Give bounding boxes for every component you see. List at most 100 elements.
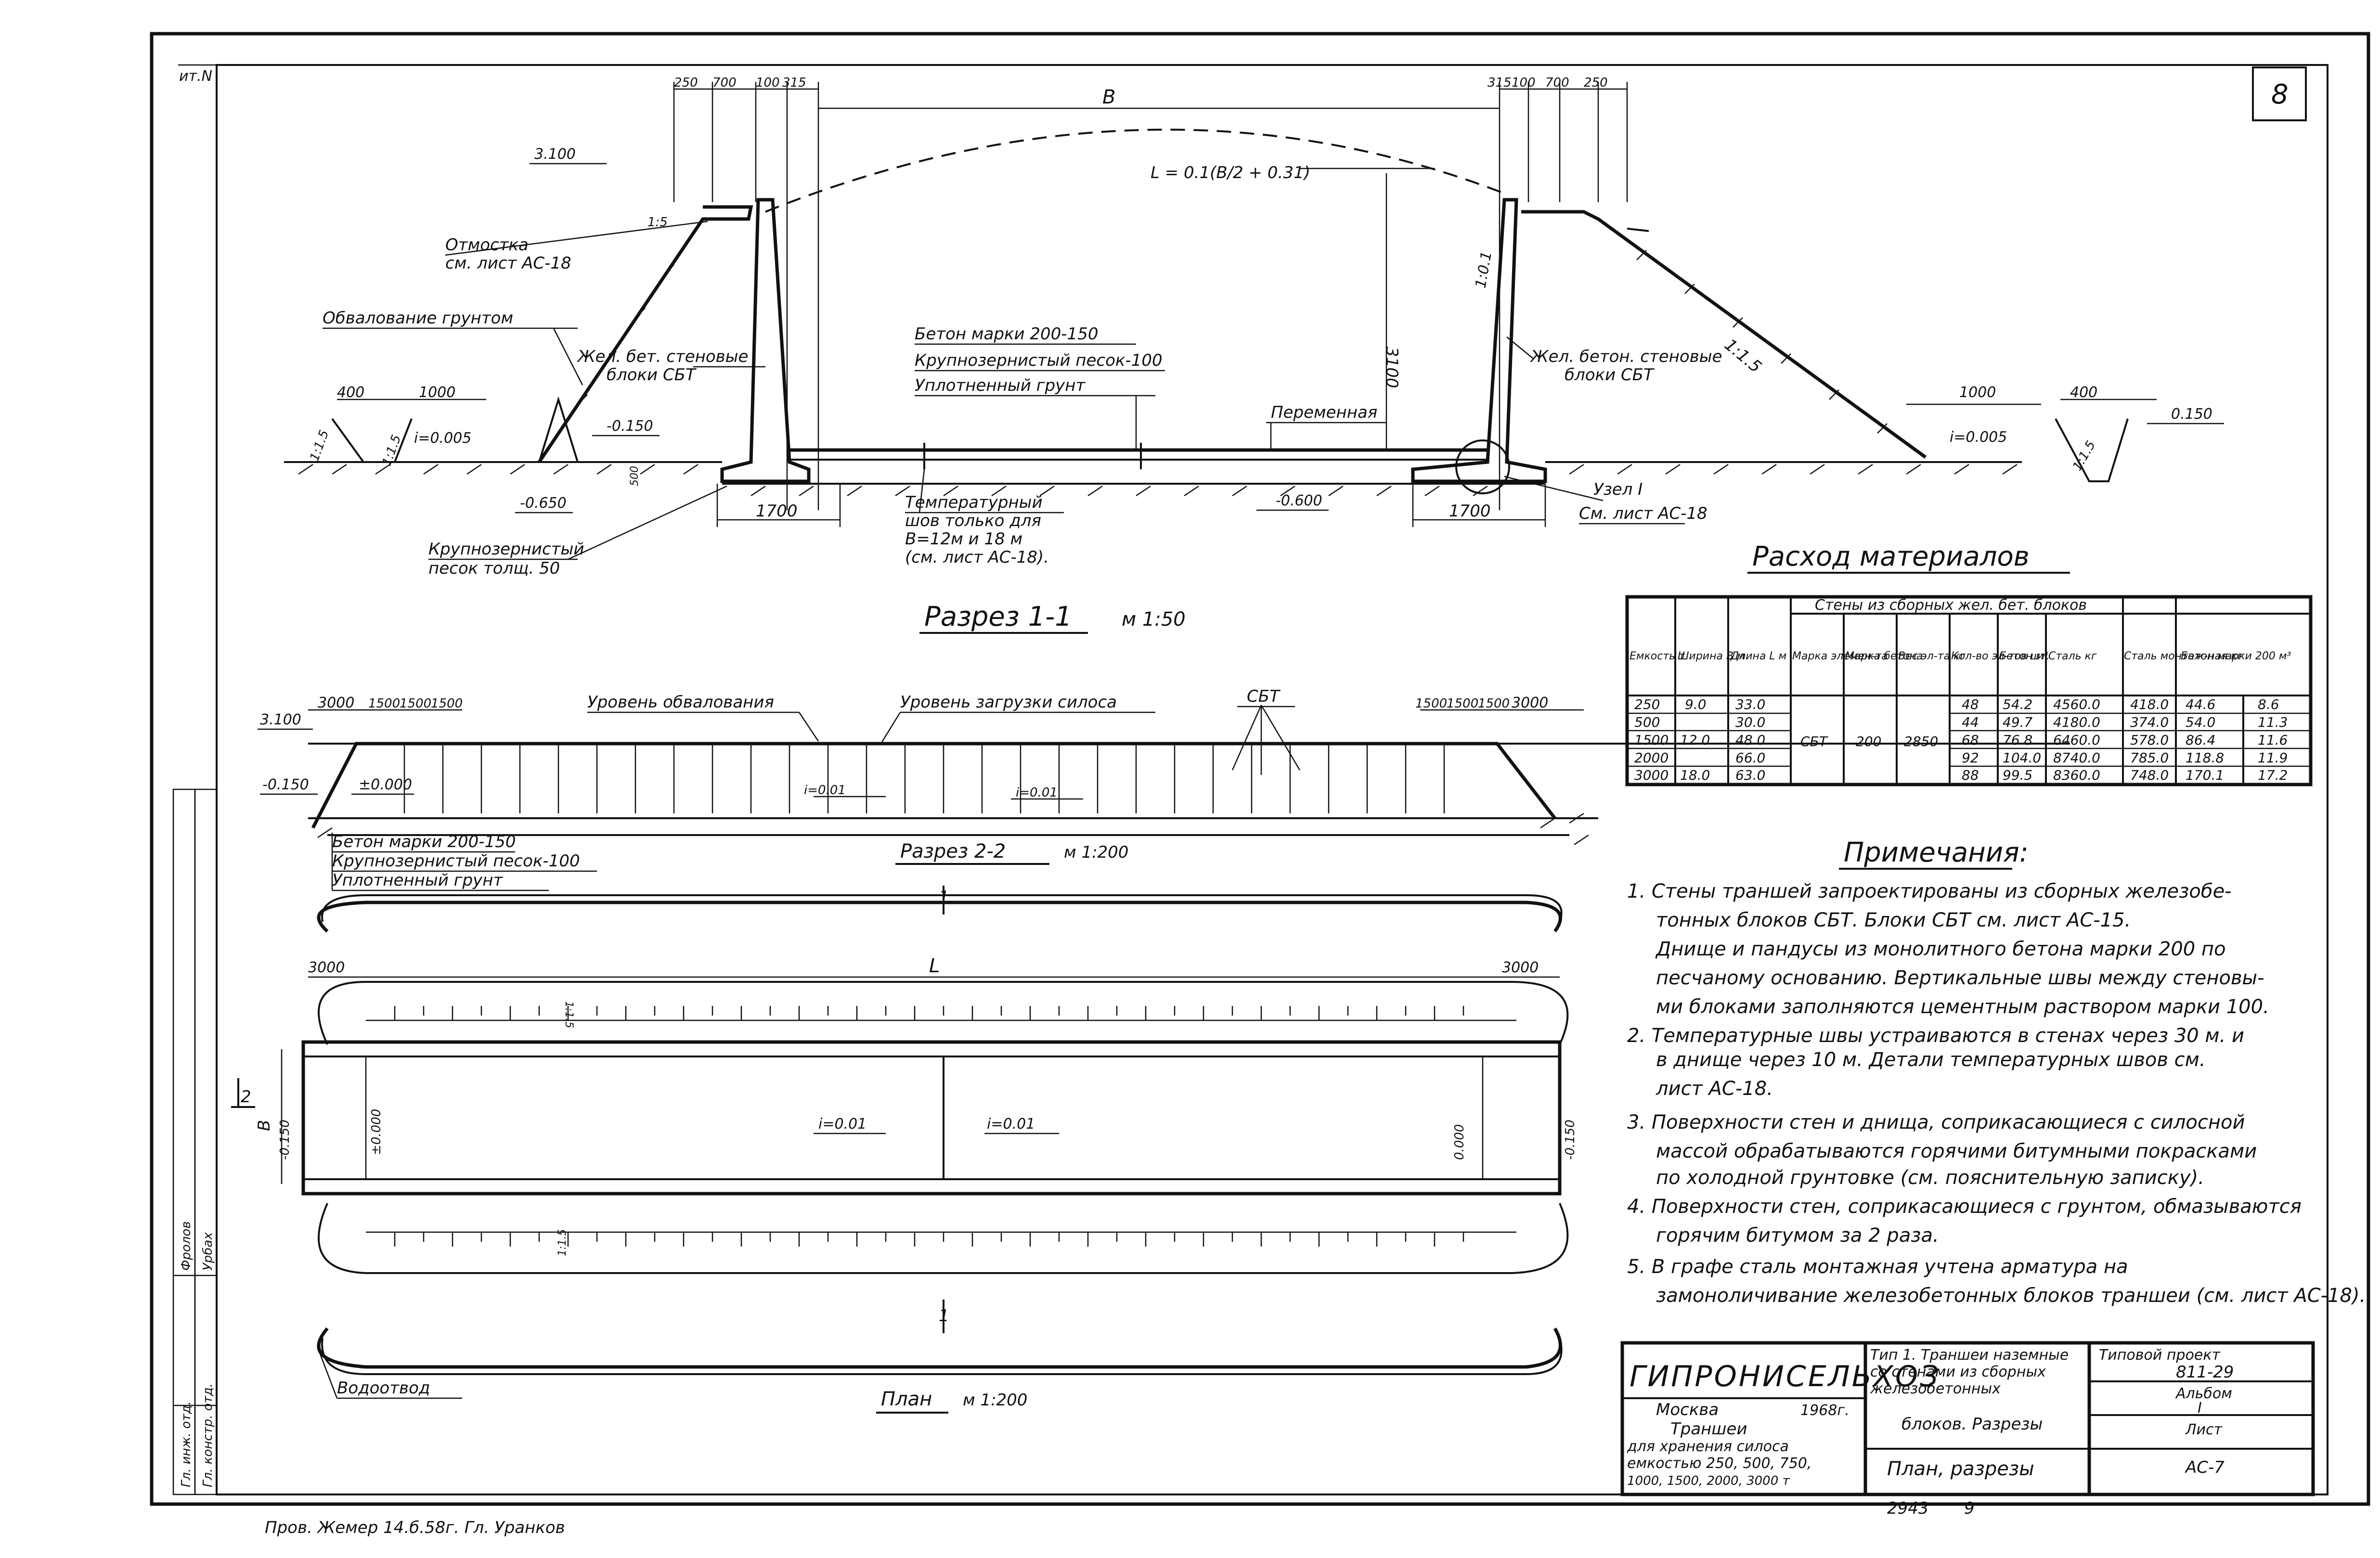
dim-right-3: 250 <box>1584 76 1608 90</box>
label-joint-3: B=12м и 18 м <box>905 529 1022 549</box>
desc-1: Тип 1. Траншеи наземные <box>1870 1347 2069 1364</box>
materials-title: Расход материалов <box>1752 541 2030 572</box>
dim-left-0: 250 <box>674 76 698 90</box>
note-line-14: замоноличивание железобетонных блоков тр… <box>1656 1285 2366 1307</box>
dim-1700-right: 1700 <box>1449 502 1491 521</box>
note-line-11: 4. Поверхности стен, соприкасающиеся с г… <box>1627 1196 2302 1218</box>
th-9: Сталь монтаж-ная кг <box>2124 650 2243 662</box>
desc-3: железобетонных <box>1870 1380 2001 1397</box>
plan-level-side-right: -0.150 <box>1563 1120 1578 1160</box>
note-line-2: Днище и пандусы из монолитного бетона ма… <box>1655 938 2226 960</box>
project-label: Типовой проект <box>2099 1347 2221 1364</box>
td-2-7: 76.8 <box>2003 732 2032 748</box>
dim-400-right: 400 <box>2070 384 2097 401</box>
td-3-11: 11.9 <box>2258 750 2288 766</box>
label-level-embank: Уровень обвалования <box>587 693 774 712</box>
td-3-2: 66.0 <box>1735 750 1765 766</box>
dim-22-r0: 1500 <box>1415 696 1447 711</box>
level-m0600: -0.600 <box>1276 492 1322 509</box>
sheet-frame: 8 ит.N <box>150 32 2370 1506</box>
stamp-4: Урбах <box>201 1232 215 1271</box>
curve-formula: L = 0.1(B/2 + 0.31) <box>1151 163 1310 182</box>
wall-slope: 1:0.1 <box>1472 250 1495 290</box>
signature-line: Пров. Жемер 14.б.58г. Гл. Уранков <box>265 1518 565 1537</box>
dim-22-r1: 1500 <box>1447 696 1478 711</box>
project-number: 811-29 <box>2176 1363 2234 1382</box>
label-coarse-sand-2: песок толщ. 50 <box>428 559 560 578</box>
th-2: Длина L м <box>1730 650 1786 662</box>
dim-22-l2: 1500 <box>400 696 431 711</box>
sheet-title: План, разрезы <box>1887 1458 2034 1480</box>
label-joint-2: шов только для <box>905 511 1041 530</box>
label-concrete-11: Бетон марки 200-150 <box>915 324 1098 344</box>
slope-ditch-right: 1:1.5 <box>2070 438 2098 474</box>
cut-2: 2 <box>241 1087 251 1107</box>
td-3-7: 104.0 <box>2003 750 2041 766</box>
page-number: 9 <box>1964 1499 1975 1518</box>
dim-left-2: 100 <box>756 76 780 90</box>
notes: Примечания: 1. Стены траншей запроектиро… <box>1627 837 2366 1307</box>
wall-block-lines <box>403 744 1445 813</box>
td-0-2: 33.0 <box>1735 696 1765 712</box>
dim-1000-left: 1000 <box>419 384 455 401</box>
plan-scale: м 1:200 <box>963 1391 1027 1410</box>
td-1-10: 54.0 <box>2186 714 2215 730</box>
dim-500: 500 <box>629 466 641 486</box>
td-4-11: 17.2 <box>2258 767 2288 783</box>
label-sand-22: Крупнозернистый песок-100 <box>332 851 580 871</box>
label-concrete-22: Бетон марки 200-150 <box>332 832 516 851</box>
label-blocks-right-1: Жел. бетон. стеновые <box>1530 347 1722 366</box>
td-4-8: 8360.0 <box>2053 767 2100 783</box>
td-1-2: 30.0 <box>1735 714 1765 730</box>
side-stamps: Гл. инж. отд. Гл. констр. отд. Фролов Ур… <box>172 788 218 1495</box>
label-node-2: См. лист АС-18 <box>1579 504 1707 523</box>
td-3-8: 8740.0 <box>2053 750 2100 766</box>
th-7: Бетон м³ <box>1999 650 2048 662</box>
section-2-2-title: Разрез 2-2 <box>900 840 1006 863</box>
td-2-0: 1500 <box>1634 732 1669 748</box>
plan-grade-1: i=0.01 <box>818 1116 867 1133</box>
span-b: B <box>1102 86 1115 108</box>
td-0-6: 48 <box>1962 696 1979 712</box>
plan-span: B <box>255 1120 274 1131</box>
level-3100-22: 3.100 <box>260 711 301 728</box>
plan-bottom-hatch <box>394 1232 1464 1247</box>
org-year: 1968г. <box>1800 1402 1850 1419</box>
note-line-0: 1. Стены траншей запроектированы из сбор… <box>1627 880 2232 902</box>
td-4-9: 748.0 <box>2130 767 2169 783</box>
td-0-0: 250 <box>1634 696 1660 712</box>
td-0-1: 9.0 <box>1685 696 1707 712</box>
td-1-7: 49.7 <box>2003 714 2033 730</box>
object-1: Траншеи <box>1670 1419 1747 1439</box>
plan-dim-right: 3000 <box>1502 959 1539 976</box>
note-line-9: массой обрабатываются горячими битумными… <box>1656 1140 2257 1162</box>
label-blocks-left-1: Жел. бет. стеновые <box>577 347 748 366</box>
dim-right-2: 700 <box>1545 76 1569 90</box>
dim-3100: 3100 <box>1382 347 1401 388</box>
level-m0150: -0.150 <box>607 418 653 435</box>
object-4: 1000, 1500, 2000, 3000 т <box>1627 1474 1790 1488</box>
label-otmostka-ref: см. лист АС-18 <box>445 254 571 273</box>
dim-1000-right: 1000 <box>1959 384 1996 401</box>
th-10: Бетон марки 200 м³ <box>2181 650 2291 662</box>
desc-2: со стенами из сборных <box>1870 1364 2046 1380</box>
plan-slope-bottom: 1:1.5 <box>556 1229 569 1256</box>
plan-title: План <box>881 1388 932 1410</box>
cut-marker-top: 1 <box>939 888 949 907</box>
td-2-10: 86.4 <box>2186 732 2215 748</box>
dim-right-0: 315 <box>1488 76 1512 90</box>
td-0-9: 418.0 <box>2130 696 2169 712</box>
dim-22-l3: 1500 <box>431 696 463 711</box>
section-1-1-scale: м 1:50 <box>1122 608 1186 631</box>
td-0-11: 8.6 <box>2258 696 2279 712</box>
label-node-1: Узел I <box>1593 480 1643 499</box>
sheet-code: АС-7 <box>2185 1458 2225 1477</box>
label-sand-11: Крупнозернистый песок-100 <box>915 351 1163 370</box>
cut-marker-bottom: 1 <box>939 1306 949 1326</box>
dim-right-1: 100 <box>1512 76 1536 90</box>
grade-22-1: i=0.01 <box>804 783 846 798</box>
section-2-2: 3.100 3000 1500 1500 1500 1500 1500 1500… <box>258 687 2070 891</box>
org-name: ГИПРОНИСЕЛЬХОЗ <box>1630 1360 1940 1393</box>
td-4-0: 3000 <box>1634 767 1669 783</box>
